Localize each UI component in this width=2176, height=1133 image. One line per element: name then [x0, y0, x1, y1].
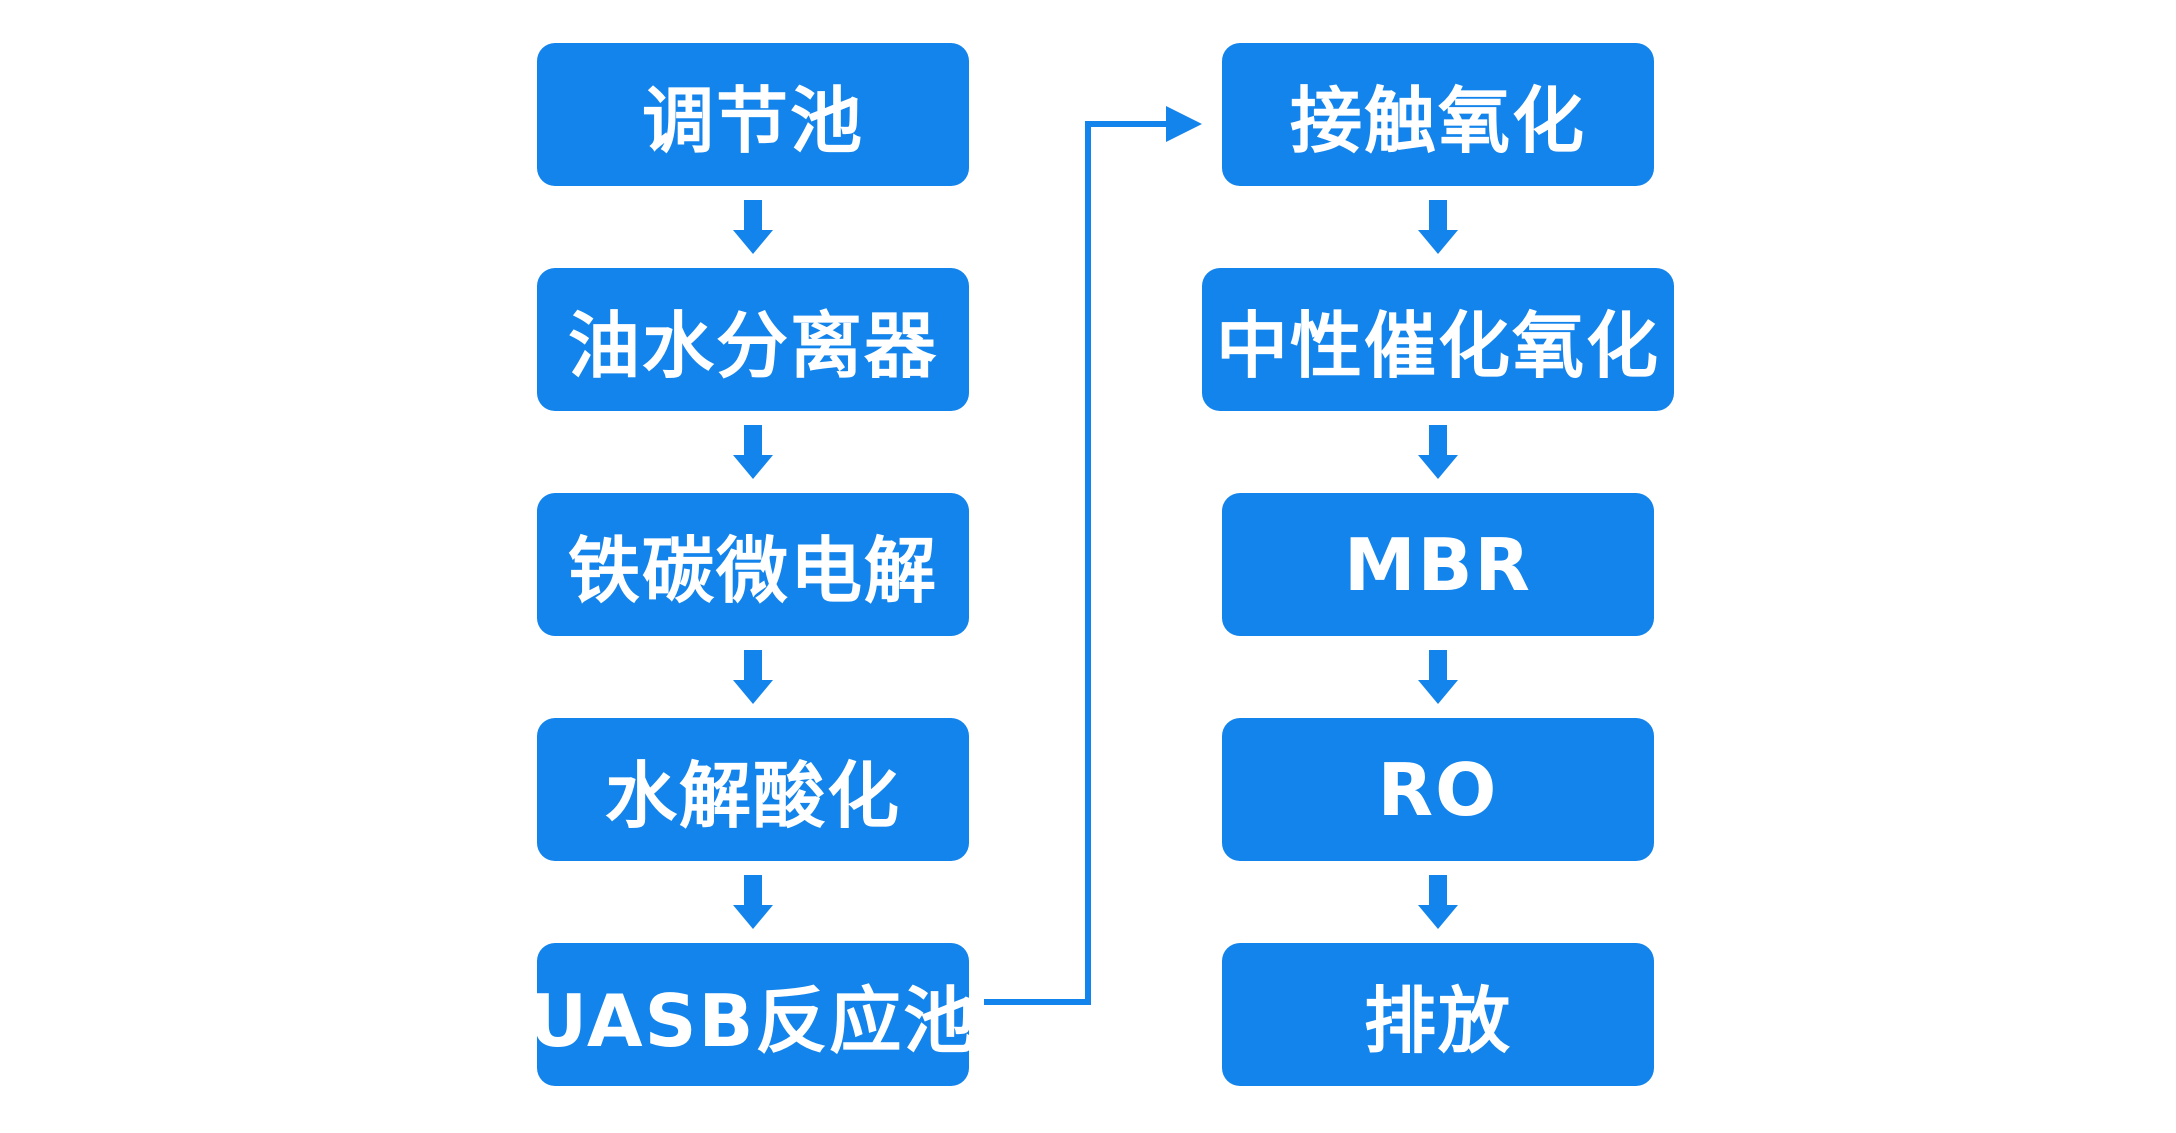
node-iron-carbon-micro-electrolysis: 铁碳微电解 [537, 493, 969, 636]
arrow-down-icon [1418, 650, 1458, 704]
arrow-down-icon [1418, 425, 1458, 479]
arrow-down-icon [733, 200, 773, 254]
arrow-down-icon [733, 650, 773, 704]
arrow-right-icon [1166, 106, 1202, 142]
node-contact-oxidation: 接触氧化 [1222, 43, 1654, 186]
arrow-down-icon [733, 425, 773, 479]
node-mbr: MBR [1222, 493, 1654, 636]
node-regulating-tank: 调节池 [537, 43, 969, 186]
node-neutral-catalytic-oxidation: 中性催化氧化 [1202, 268, 1674, 411]
arrow-down-icon [733, 875, 773, 929]
node-discharge: 排放 [1222, 943, 1654, 1086]
arrow-down-icon [1418, 875, 1458, 929]
connector-uasb-to-contact-oxidation [984, 106, 1202, 1005]
node-oil-water-separator: 油水分离器 [537, 268, 969, 411]
node-uasb-reactor: UASB反应池 [529, 943, 975, 1086]
node-hydrolysis-acidification: 水解酸化 [537, 718, 969, 861]
arrow-down-icon [1418, 200, 1458, 254]
node-ro: RO [1222, 718, 1654, 861]
